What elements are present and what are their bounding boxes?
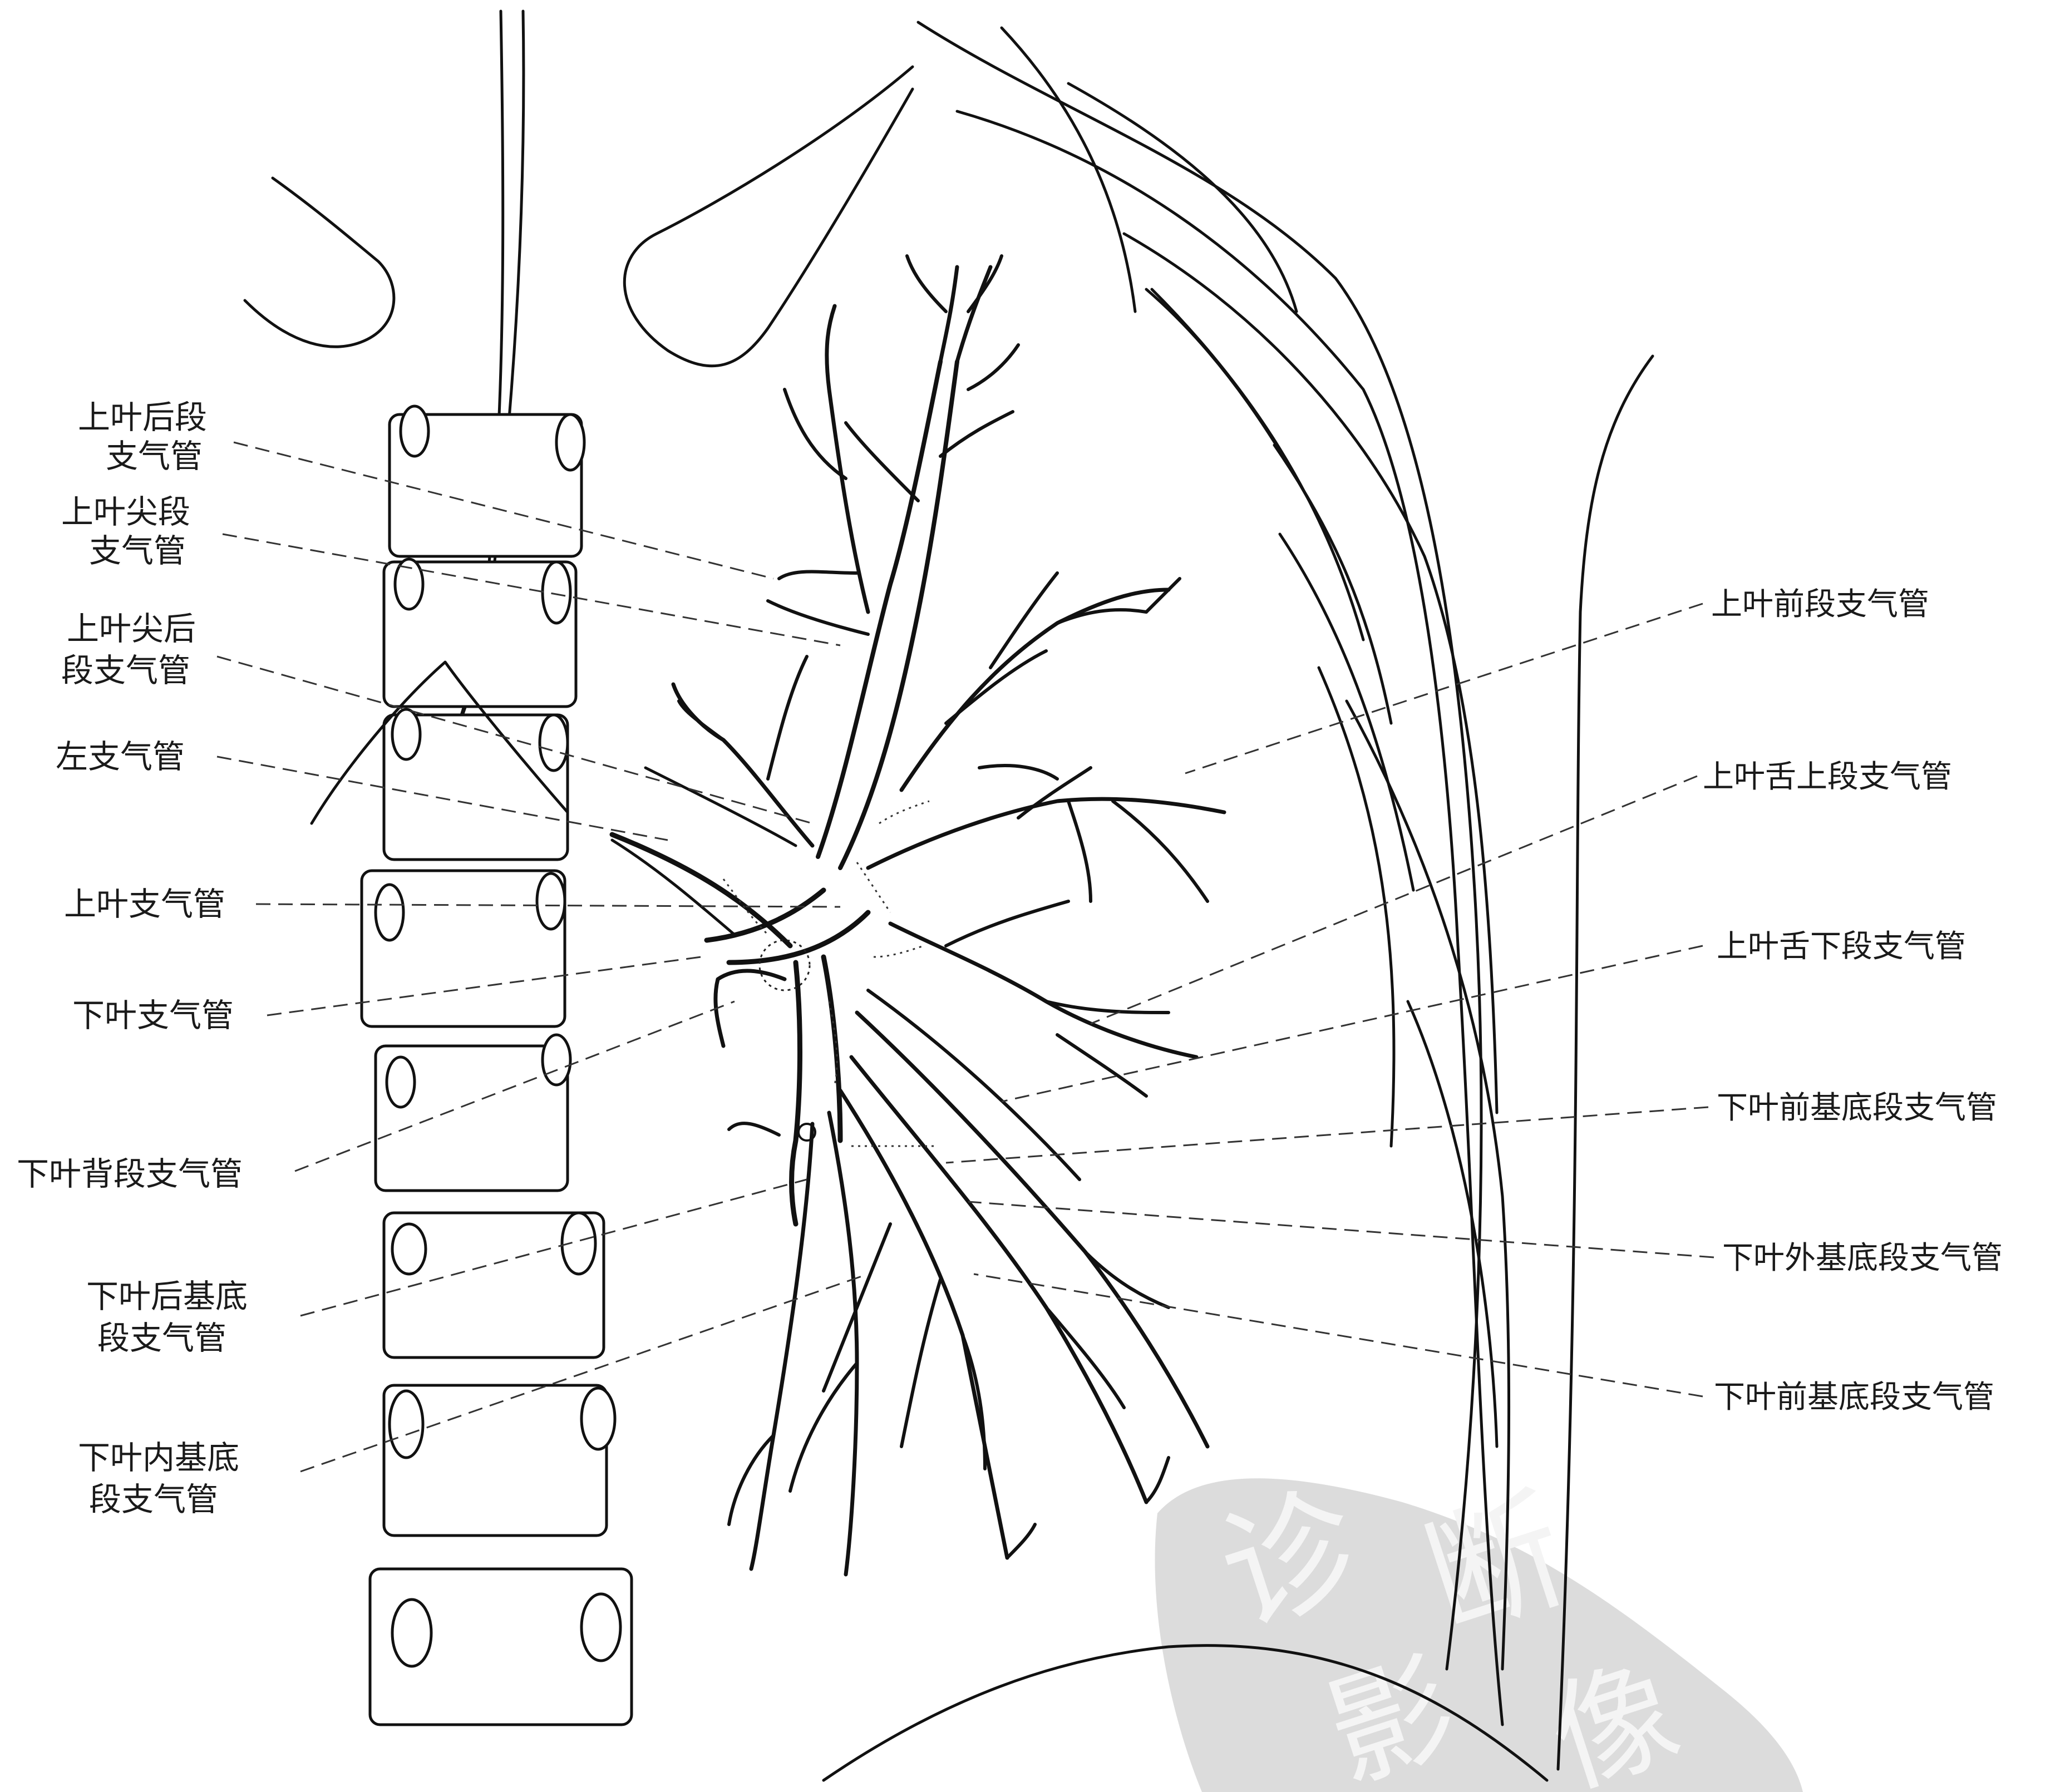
watermark: 诊 断 影 像 bbox=[1155, 1465, 1803, 1792]
label-apicoposterior-line1: 上叶尖后 bbox=[67, 610, 196, 648]
vertebrae bbox=[362, 406, 632, 1725]
label-lower-lobe-superior-segment: 下叶背段支气管 bbox=[17, 1155, 243, 1193]
label-apicoposterior-line2: 段支气管 bbox=[61, 651, 190, 689]
label-upper-lobe-bronchus: 上叶支气管 bbox=[64, 885, 225, 923]
label-upper-lobe-apical-line2: 支气管 bbox=[89, 532, 186, 570]
label-upper-lobe-anterior: 上叶前段支气管 bbox=[1711, 586, 1929, 623]
label-posterior-basal-line1: 下叶后基底 bbox=[86, 1277, 248, 1315]
labels-right: 上叶前段支气管 上叶舌上段支气管 上叶舌下段支气管 下叶前基底段支气管 下叶外基… bbox=[1703, 586, 2003, 1415]
label-anterior-basal-1: 下叶前基底段支气管 bbox=[1717, 1090, 1997, 1126]
label-anterior-basal-2: 下叶前基底段支气管 bbox=[1714, 1379, 1994, 1415]
label-lingula-superior: 上叶舌上段支气管 bbox=[1703, 759, 1952, 795]
label-medial-basal-line2: 段支气管 bbox=[89, 1480, 218, 1518]
label-upper-lobe-apical-line1: 上叶尖段 bbox=[61, 493, 190, 531]
label-medial-basal-line1: 下叶内基底 bbox=[78, 1439, 239, 1477]
clavicle-outlines bbox=[245, 67, 913, 366]
bronchial-tree bbox=[612, 256, 1224, 1574]
label-lower-lobe-bronchus: 下叶支气管 bbox=[72, 996, 234, 1034]
label-posterior-basal-line2: 段支气管 bbox=[97, 1319, 226, 1357]
label-upper-lobe-posterior-line1: 上叶后段 bbox=[78, 398, 207, 436]
leader-lines-right bbox=[946, 604, 1714, 1396]
labels-left: 上叶后段 支气管 上叶尖段 支气管 上叶尖后 段支气管 左支气管 上叶支气管 下… bbox=[17, 398, 248, 1518]
label-left-main-bronchus: 左支气管 bbox=[56, 738, 185, 776]
label-lateral-basal: 下叶外基底段支气管 bbox=[1722, 1240, 2003, 1276]
label-lingula-inferior: 上叶舌下段支气管 bbox=[1717, 929, 1966, 965]
label-upper-lobe-posterior-line2: 支气管 bbox=[106, 437, 203, 475]
